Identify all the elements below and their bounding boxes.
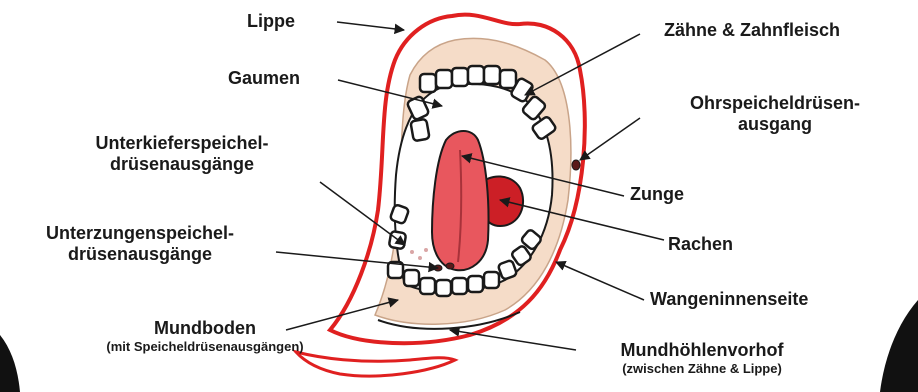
label-ohrspeicheldruesen-ausgang: Ohrspeicheldrüsen- ausgang [650,93,900,135]
corner-shape-left [0,335,20,392]
pointer-vorhof [450,330,576,350]
corner-shape-right [880,300,918,392]
label-unterzungen-line1: Unterzungenspeichel- [6,223,274,244]
label-unterzungenspeicheldruesenausgaenge: Unterzungenspeichel- drüsenausgänge [6,223,274,265]
label-unterkiefer-line1: Unterkieferspeichel- [62,133,302,154]
label-mundboden-title: Mundboden [60,318,350,339]
pointer-ohrspeichel [580,118,640,160]
label-gaumen: Gaumen [228,68,300,89]
label-unterkiefer-line2: drüsenausgänge [62,154,302,175]
pointer-lippe [337,22,404,30]
label-vorhof-sub: (zwischen Zähne & Lippe) [566,361,838,377]
label-zaehne-zahnfleisch: Zähne & Zahnfleisch [664,20,840,41]
label-lippe: Lippe [247,11,295,32]
label-mundboden: Mundboden (mit Speicheldrüsenausgängen) [60,318,350,355]
lower-lip-flourish [296,352,455,376]
label-unterzungen-line2: drüsenausgänge [6,244,274,265]
label-mundboden-sub: (mit Speicheldrüsenausgängen) [60,339,350,355]
label-ohrspeicheldruesen-line2: ausgang [650,114,900,135]
label-vorhof-title: Mundhöhlenvorhof [566,340,838,361]
label-zunge: Zunge [630,184,684,205]
pointer-wange [556,262,644,300]
label-rachen: Rachen [668,234,733,255]
label-ohrspeicheldruesen-line1: Ohrspeicheldrüsen- [650,93,900,114]
label-wangeninnenseite: Wangeninnenseite [650,289,808,310]
label-mundhoehlenvorhof: Mundhöhlenvorhof (zwischen Zähne & Lippe… [566,340,838,377]
label-unterkieferspeicheldruesenausgaenge: Unterkieferspeichel- drüsenausgänge [62,133,302,175]
